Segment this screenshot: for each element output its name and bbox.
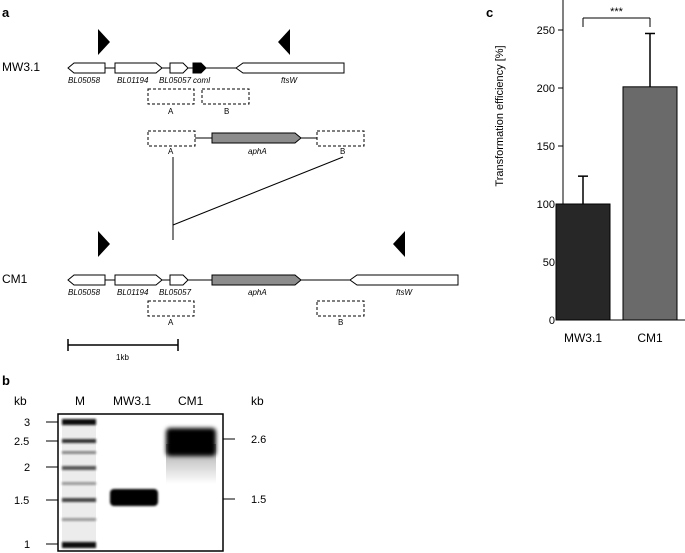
band-cm1-2-6kb: [166, 428, 216, 456]
lane-label-mw31: MW3.1: [113, 394, 151, 408]
y-tick-label-100: 100: [537, 199, 555, 211]
x-tick-labels: MW3.1 CM1: [564, 331, 663, 345]
kb-label-left: kb: [14, 394, 27, 408]
lane-label-cm1: CM1: [178, 394, 204, 408]
y-tick-label-0: 0: [549, 315, 555, 327]
gene-arrow-apha-cm1: [211, 274, 302, 286]
ladder-band-1-5kb: [62, 498, 96, 502]
error-bars: [578, 32, 655, 204]
panel-a: a MW3.1 BL05058 BL01194 BL05057 comI fts…: [2, 5, 459, 362]
gene-label-ftsw-cm1: ftsW: [396, 288, 413, 297]
y-tick-label-50: 50: [543, 257, 555, 269]
primer-arrow-left: [278, 29, 290, 55]
gene-label-bl05057-cm1: BL05057: [159, 288, 192, 297]
construct-label-a: A: [168, 147, 174, 156]
strain-label-mw31: MW3.1: [2, 60, 40, 74]
significance-stars: ***: [610, 6, 624, 18]
region-label-b-cm1: B: [338, 318, 343, 327]
gene-label-bl01194: BL01194: [117, 76, 149, 85]
crossover-line-b: [172, 156, 344, 226]
panel-a-letter: a: [2, 5, 10, 20]
homology-region-b-cm1: [316, 300, 365, 317]
size-label-1-5: 1.5: [251, 494, 266, 506]
marker-label-3: 3: [24, 417, 30, 429]
panel-b: b kb M MW3.1 CM1 kb 3 2.5: [2, 373, 266, 552]
kb-label-right: kb: [251, 394, 264, 408]
construct-label-b: B: [340, 147, 345, 156]
marker-label-2: 2: [24, 462, 30, 474]
ladder-bands: [62, 419, 96, 548]
gene-label-comi: comI: [193, 76, 211, 85]
marker-ticks: 3 2.5 2 1.5 1: [14, 417, 58, 551]
gene-label-bl05057: BL05057: [159, 76, 192, 85]
x-tick-label-cm1: CM1: [637, 331, 663, 345]
gene-label-bl01194-cm1: BL01194: [117, 288, 149, 297]
ladder-band-minor-1: [62, 451, 96, 454]
ladder-smear: [62, 424, 96, 548]
ladder-band-3kb: [62, 419, 96, 425]
construct-label-apha: aphA: [248, 147, 267, 156]
lane-label-m: M: [75, 394, 85, 408]
construct-region-b: [316, 130, 365, 147]
y-tick-label-200: 200: [537, 83, 555, 95]
gene-arrow-bl05057-cm1: [169, 274, 189, 286]
gene-arrow-bl01194-cm1: [114, 274, 163, 286]
marker-label-1-5: 1.5: [14, 495, 29, 507]
ladder-band-minor-2: [62, 482, 96, 485]
bar-cm1: [622, 86, 678, 321]
gene-label-ftsw: ftsW: [281, 76, 298, 85]
gene-label-bl05058: BL05058: [68, 76, 101, 85]
primer-arrow-left-cm1: [393, 231, 405, 257]
gene-arrow-bl05058: [67, 62, 106, 74]
significance-bracket: ***: [582, 6, 651, 27]
scale-bar-label: 1kb: [116, 353, 129, 362]
gene-label-bl05058-cm1: BL05058: [68, 288, 101, 297]
homology-region-a: [147, 88, 195, 105]
gene-arrow-bl05057: [169, 62, 189, 74]
panel-c-letter: c: [486, 5, 493, 20]
bars: [555, 86, 678, 321]
y-ticks: 0 50 100 150 200 250: [537, 25, 563, 327]
region-label-b: B: [224, 107, 229, 116]
primer-arrow-right: [98, 29, 110, 55]
homology-region-b: [201, 88, 250, 105]
ladder-band-minor-3: [62, 518, 96, 521]
gene-arrow-comi: [192, 62, 207, 74]
panel-b-letter: b: [2, 373, 10, 388]
bar-mw31: [555, 203, 611, 321]
marker-label-2-5: 2.5: [14, 436, 29, 448]
band-mw31-1-5kb: [110, 489, 158, 506]
size-label-2-6: 2.6: [251, 434, 266, 446]
strain-label-cm1: CM1: [2, 272, 28, 286]
gene-arrow-bl05058-cm1: [67, 274, 106, 286]
homology-region-a-cm1: [147, 300, 195, 317]
ladder-band-2kb: [62, 466, 96, 470]
panel-c-chart: c Transformation efficiency [%] 0 50 100 15…: [486, 0, 685, 345]
gene-arrow-apha-construct: [211, 132, 302, 144]
x-tick-label-mw31: MW3.1: [564, 331, 602, 345]
construct-region-a: [147, 130, 196, 147]
ladder-band-2-5kb: [62, 439, 96, 443]
y-axis-label: Transformation efficiency [%]: [494, 45, 506, 186]
gene-arrow-ftsw-cm1: [349, 274, 459, 286]
region-label-a: A: [168, 107, 174, 116]
y-tick-label-250: 250: [537, 25, 555, 37]
region-label-a-cm1: A: [168, 318, 174, 327]
gene-arrow-ftsw: [235, 62, 345, 74]
primer-arrow-right-cm1: [98, 231, 110, 257]
y-tick-label-150: 150: [537, 141, 555, 153]
marker-label-1: 1: [24, 539, 30, 551]
ladder-band-1kb: [62, 542, 96, 548]
gene-arrow-bl01194: [114, 62, 163, 74]
gene-label-apha-cm1: aphA: [248, 288, 267, 297]
